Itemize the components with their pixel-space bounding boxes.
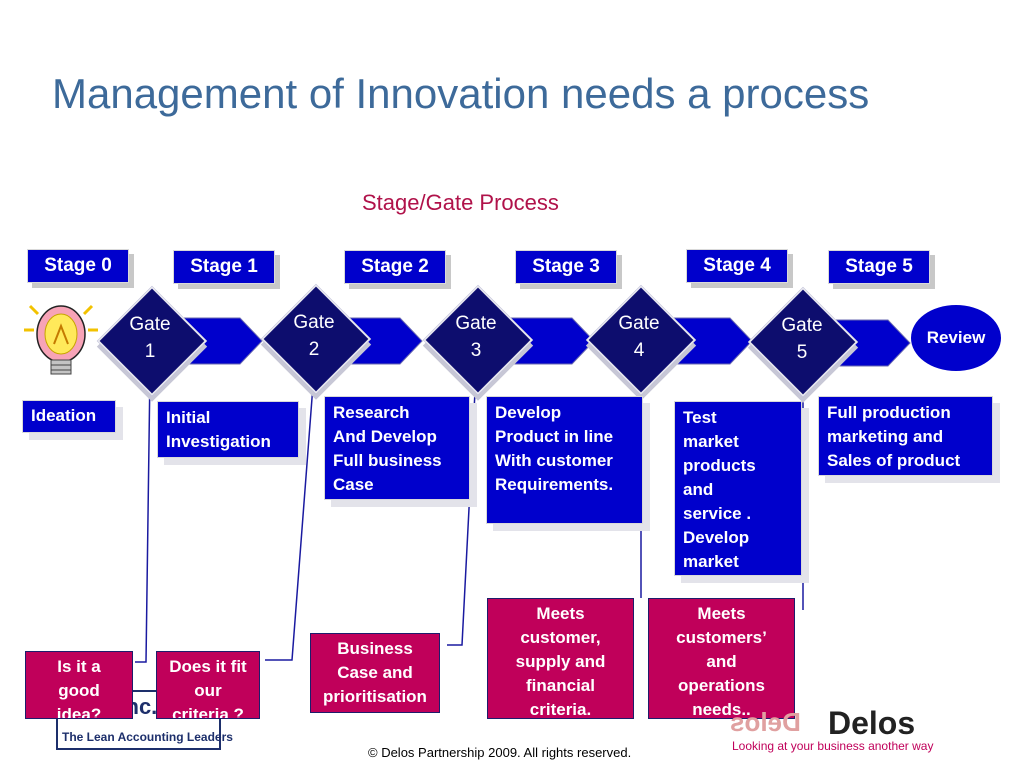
criteria-gate-2-overlay: Does it fit our criteria ? [156, 651, 260, 719]
activity-develop-product: Develop Product in line With customer Re… [486, 396, 643, 524]
gate-5-label: Gate 5 [781, 315, 823, 363]
gate-1-label: Gate 1 [129, 314, 171, 362]
criteria-gate-5: Meets customers’ and operations needs.. [648, 598, 795, 719]
footer-copyright: © Delos Partnership 2009. All rights res… [368, 745, 632, 760]
gate-4-label: Gate 4 [618, 313, 660, 361]
connector-line [265, 371, 315, 661]
activity-ideation: Ideation [22, 400, 116, 433]
activity-full-production: Full production marketing and Sales of p… [818, 396, 993, 476]
delos-logo-name: Delos [828, 705, 916, 741]
gate-2-label: Gate 2 [293, 312, 335, 360]
delos-logo-tagline: Looking at your business another way [732, 739, 934, 753]
lean-logo-tagline: The Lean Accounting Leaders [62, 730, 233, 744]
delos-logo: Delos Delos Looking at your business ano… [730, 703, 934, 755]
delos-logo-mirror: Delos [730, 707, 801, 737]
stage-1-label: Stage 1 [173, 250, 275, 284]
stage-2-label: Stage 2 [344, 250, 446, 284]
stage-4-label: Stage 4 [686, 249, 788, 283]
diagram-subtitle: Stage/Gate Process [362, 190, 559, 215]
criteria-gate-4: Meets customer, supply and financial cri… [487, 598, 634, 719]
connector-line [447, 371, 477, 646]
page-title: Management of Innovation needs a process [52, 70, 870, 117]
activity-initial-investigation: Initial Investigation [157, 401, 299, 458]
activity-test-market: Test market products and service . Devel… [674, 401, 802, 576]
criteria-gate-1-overlay: Is it a good idea? [25, 651, 133, 719]
stage-3-label: Stage 3 [515, 250, 617, 284]
stage-5-label: Stage 5 [828, 250, 930, 284]
activity-research-develop: Research And Develop Full business Case [324, 396, 470, 500]
lightbulb-icon [24, 304, 98, 375]
gate-3-label: Gate 3 [455, 313, 497, 361]
criteria-gate-3: Business Case and prioritisation [310, 633, 440, 713]
connector-line [135, 369, 151, 663]
stage-0-label: Stage 0 [27, 249, 129, 283]
review-node: Review [911, 305, 1001, 371]
